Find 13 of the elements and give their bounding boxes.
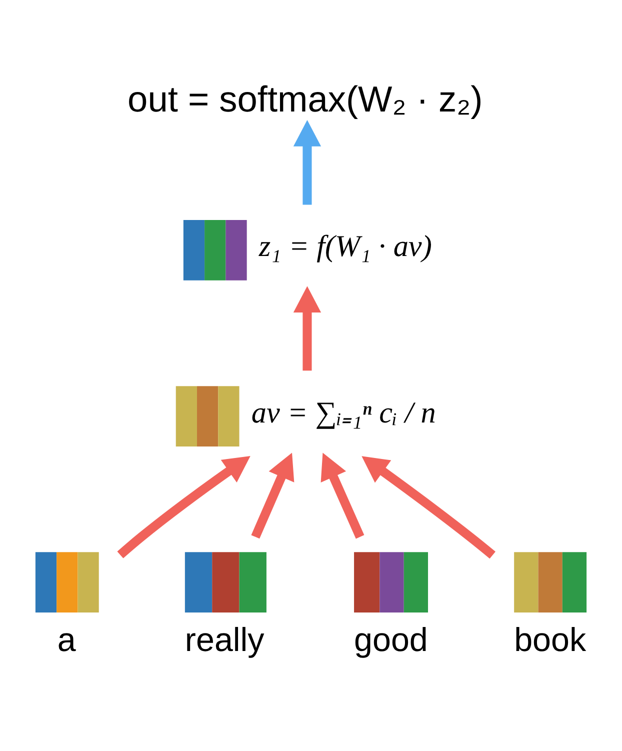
arrow bbox=[320, 452, 364, 539]
node-label: z₁ = f(W₁ · av) bbox=[258, 229, 432, 264]
arrow bbox=[362, 456, 496, 559]
arrow bbox=[293, 286, 322, 371]
arrow bbox=[293, 120, 322, 205]
node-label: really bbox=[184, 622, 264, 660]
node-label: a bbox=[57, 622, 76, 660]
node-label: book bbox=[514, 622, 586, 660]
arrow bbox=[251, 452, 294, 539]
node-label: good bbox=[354, 622, 428, 660]
node-text: out = softmax(W₂ · z₂) bbox=[128, 78, 483, 120]
node-label: av = ∑ᵢ₌₁ⁿ cᵢ / n bbox=[251, 395, 436, 430]
arrow bbox=[117, 456, 250, 558]
